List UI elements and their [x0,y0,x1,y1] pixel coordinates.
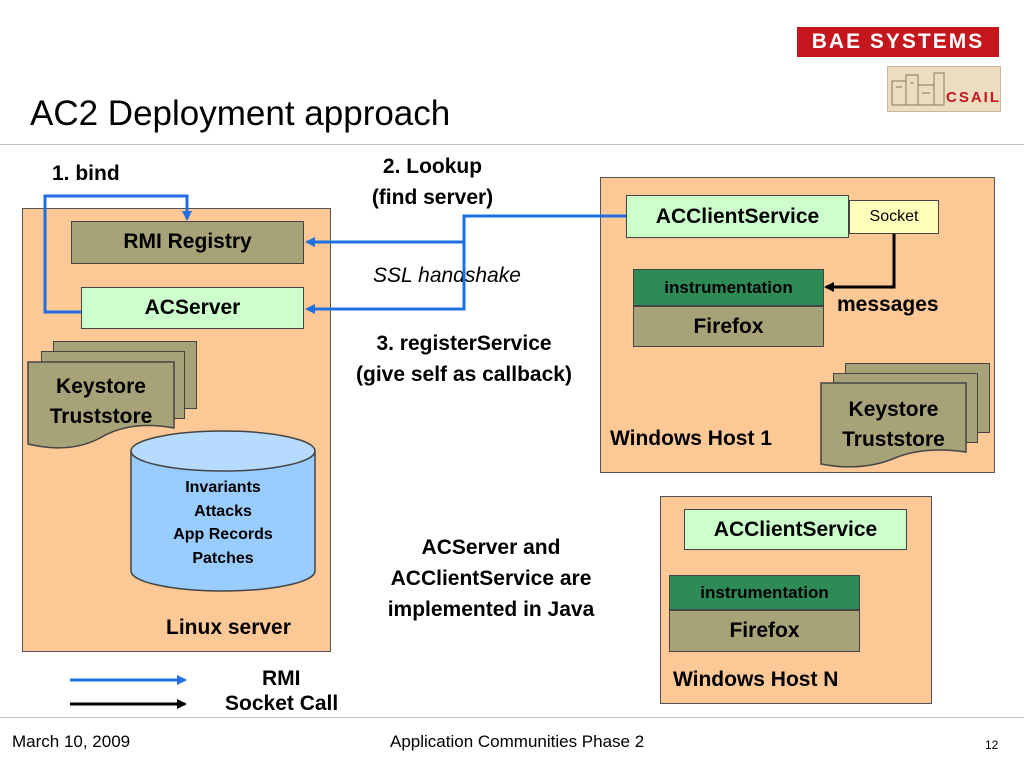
host1-keystore-label: Keystore Truststore [842,398,945,451]
windows-host-n-title: Windows Host N [673,668,839,691]
db-item: Attacks [194,502,252,520]
firefox-box-host1: Firefox [633,306,824,347]
instrumentation-box-host1: instrumentation [633,269,824,306]
page-number: 12 [985,738,999,752]
linux-server-title: Linux server [166,616,291,639]
acserver-box: ACServer [81,287,304,329]
bind-label: 1. bind [52,162,120,185]
page-title: AC2 Deployment approach [30,94,451,133]
register-service-label: 3. registerService (give self as callbac… [356,332,572,386]
db-item: App Records [173,526,273,543]
acclientservice-box-hostn: ACClientService [684,509,907,550]
linux-keystore-label: Keystore Truststore [49,375,153,428]
database-contents: Invariants Attacks App Records Patches [131,476,315,570]
legend-rmi-label: RMI [262,667,301,690]
lookup-label: 2. Lookup (find server) [371,155,494,209]
messages-label: messages [837,293,939,316]
bae-systems-logo: BAE SYSTEMS [797,27,999,57]
acclientservice-box-host1: ACClientService [626,195,849,238]
legend-socket-call-label: Socket Call [225,692,339,715]
instrumentation-box-hostn: instrumentation [669,575,860,610]
db-item: Invariants [185,479,261,496]
db-item: Patches [192,549,254,567]
csail-logo: CSAIL [887,66,1001,112]
csail-text: CSAIL [946,89,1001,106]
csail-building-icon [891,72,945,106]
windows-host-1-title: Windows Host 1 [610,427,772,450]
title-divider [0,144,1024,145]
footer-date: March 10, 2009 [12,732,131,751]
java-note: ACServer and ACClientService are impleme… [387,536,595,621]
ssl-handshake-label: SSL handshake [373,264,521,287]
socket-box: Socket [849,200,939,234]
lookup-arrow [305,214,626,247]
rmi-registry-box: RMI Registry [71,221,304,264]
firefox-box-hostn: Firefox [669,610,860,652]
footer-center-text: Application Communities Phase 2 [390,732,645,751]
footer-divider [0,717,1024,718]
